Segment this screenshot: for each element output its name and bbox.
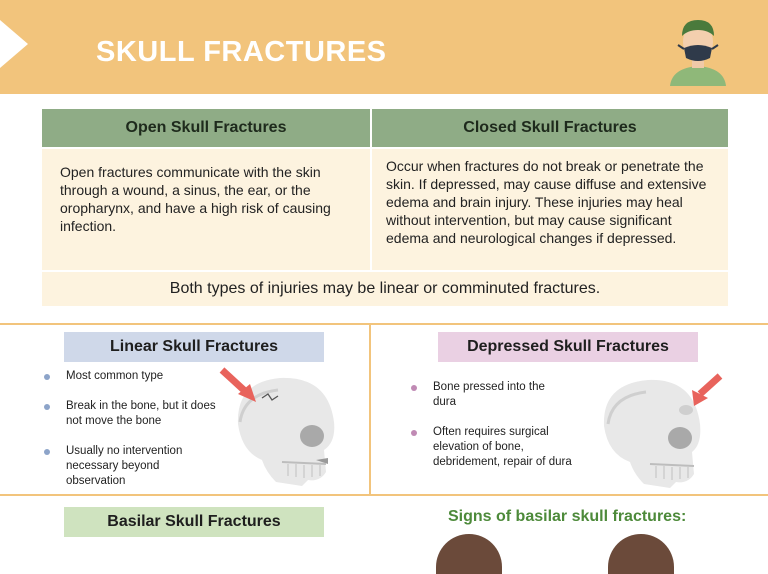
- page-title: SKULL FRACTURES: [96, 36, 387, 68]
- section-divider-vertical: [369, 323, 371, 495]
- bullet-dot: [44, 374, 50, 380]
- closed-fractures-header: Closed Skull Fractures: [372, 109, 728, 147]
- linear-bullet-3: Usually no intervention necessary beyond…: [66, 445, 183, 487]
- linear-bullet-2: Break in the bone, but it does not move …: [66, 400, 216, 427]
- depressed-bullet-1: Bone pressed into the dura: [433, 381, 545, 408]
- basilar-signs-title: Signs of basilar skull fractures:: [448, 508, 687, 525]
- banner-notch: [0, 20, 28, 68]
- section-divider-top: [0, 323, 768, 325]
- patient-head-icon: [608, 534, 674, 574]
- open-fractures-cell: Open fractures communicate with the skin…: [42, 149, 370, 270]
- linear-fractures-title: Linear Skull Fractures: [64, 332, 324, 362]
- depressed-bullet-2: Often requires surgical elevation of bon…: [433, 426, 572, 468]
- basilar-fractures-title: Basilar Skull Fractures: [64, 507, 324, 537]
- linear-bullet-1: Most common type: [66, 370, 164, 382]
- section-divider-bottom: [0, 494, 768, 496]
- bullet-dot: [411, 430, 417, 436]
- skull-icon: [219, 367, 335, 486]
- skull-icon: [603, 373, 723, 488]
- bullet-dot: [44, 449, 50, 455]
- open-fractures-text: Open fractures communicate with the skin…: [60, 164, 331, 234]
- patient-head-icon: [436, 534, 502, 574]
- depressed-fractures-title: Depressed Skull Fractures: [438, 332, 698, 362]
- doctor-icon: [670, 20, 726, 86]
- both-types-note: Both types of injuries may be linear or …: [42, 272, 728, 306]
- header-banner: SKULL FRACTURES: [0, 0, 768, 94]
- closed-fractures-cell: Occur when fractures do not break or pen…: [372, 149, 728, 270]
- closed-fractures-text: Occur when fractures do not break or pen…: [386, 158, 707, 246]
- open-fractures-header: Open Skull Fractures: [42, 109, 370, 147]
- bullet-dot: [44, 404, 50, 410]
- bullet-dot: [411, 385, 417, 391]
